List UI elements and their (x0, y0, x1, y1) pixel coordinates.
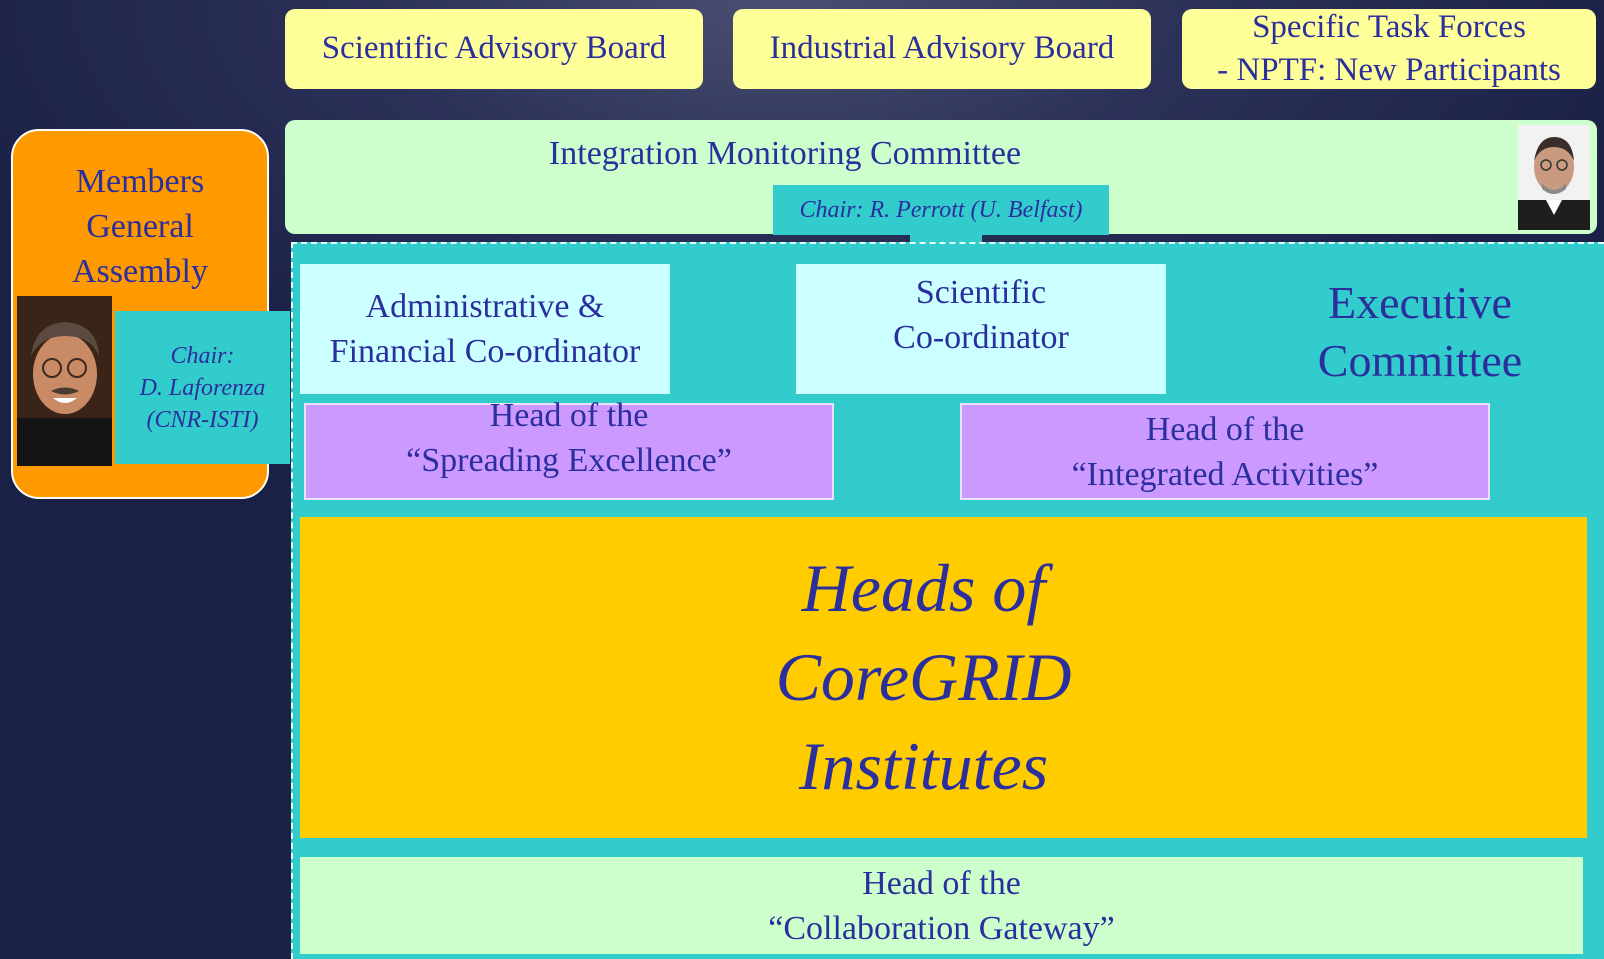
integration-monitoring-committee: Integration Monitoring Committee (285, 120, 1597, 234)
scientific-advisory-board: Scientific Advisory Board (285, 9, 703, 89)
integration-committee-title: Integration Monitoring Committee (548, 135, 1022, 172)
head-spreading-excellence: Head of the “Spreading Excellence” (304, 397, 834, 500)
head-integrated-activities: Head of the “Integrated Activities” (960, 403, 1490, 500)
specific-task-forces-box: Specific Task Forces - NPTF: New Partici… (1182, 9, 1596, 89)
general-assembly-title: Members General Assembly (72, 163, 208, 290)
industrial-advisory-board: Industrial Advisory Board (733, 9, 1151, 89)
task-forces-nptf: - NPTF: New Participants (1217, 52, 1561, 88)
laforenza-photo (17, 296, 112, 466)
integration-committee-chair: Chair: R. Perrott (U. Belfast) (773, 185, 1109, 235)
industrial-advisory-board-label: Industrial Advisory Board (769, 30, 1115, 67)
scientific-advisory-board-label: Scientific Advisory Board (321, 30, 667, 67)
general-assembly-chair: Chair: D. Laforenza (CNR-ISTI) (115, 311, 290, 464)
task-forces-title: Specific Task Forces (1252, 9, 1526, 46)
scientific-coordinator: Scientific Co-ordinator (796, 264, 1166, 394)
heads-of-coregrid-institutes: Heads of CoreGRID Institutes (300, 517, 1587, 838)
executive-committee-title: Executive Committee (1317, 277, 1523, 386)
perrott-photo (1518, 125, 1590, 230)
head-collaboration-gateway: Head of the “Collaboration Gateway” (300, 857, 1583, 954)
admin-financial-coordinator: Administrative & Financial Co-ordinator (300, 264, 670, 394)
